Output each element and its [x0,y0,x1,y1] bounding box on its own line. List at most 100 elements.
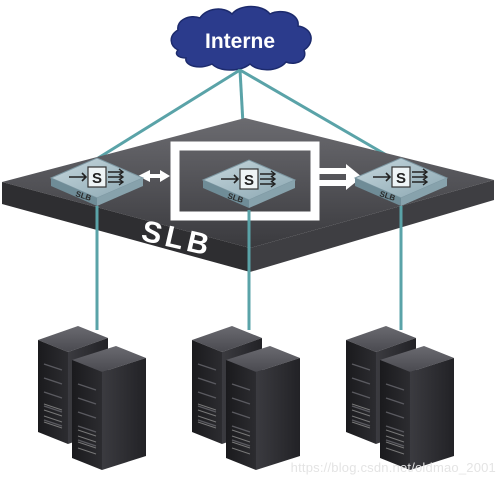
drive-bay-icon [385,425,405,433]
drive-bay-icon [197,377,217,385]
vent-slot-icon [385,429,405,437]
server-top [380,346,454,372]
vent-slot-icon [385,435,405,443]
vent-slot-icon [77,435,97,443]
vent-slot-icon [231,429,251,437]
drive-bay-icon [231,383,251,391]
vent-slot-icon [231,447,251,455]
drive-bay-icon [43,419,63,427]
slb-node-side-right [401,178,447,206]
output-arrow-icon [260,180,277,188]
switch-icon: S [69,166,125,188]
drive-bay-icon [77,425,97,433]
drive-bay-icon [197,419,217,427]
drive-bay-icon [351,377,371,385]
drive-bay-icon [77,383,97,391]
link-cloud-left [94,68,241,162]
arrow-center-to-right-bar2 [318,180,348,186]
server-group-left [38,326,146,470]
output-arrow-icon [108,168,125,176]
drive-bay-icon [385,383,405,391]
vent-slot-icon [197,403,217,411]
drive-bay-icon [385,439,405,447]
server-group-center [192,326,300,470]
vent-slot-icon [43,421,63,429]
input-arrow-icon [69,172,88,182]
input-arrow-icon [221,174,240,184]
vent-slot-icon [231,435,251,443]
server-side [346,340,376,444]
vent-slot-icon [43,409,63,417]
switch-icon: S [373,166,429,188]
output-arrow-icon [412,178,429,186]
drive-bay-icon [43,391,63,399]
vent-slot-icon [351,403,371,411]
drive-bay-icon [77,439,97,447]
watermark-text: https://blog.csdn.net/oldmao_2001 [290,460,496,475]
server-top [192,326,262,352]
slb-node-side-left [355,178,401,206]
server-side [192,340,222,444]
drive-bay-icon [231,425,251,433]
server-links [95,206,403,330]
node-arrows [138,164,362,190]
slb-node-side-right [97,178,143,206]
server-front [256,358,300,470]
drive-bay-icon [77,397,97,405]
arrow-center-to-right-bar1 [318,168,348,174]
server-tower-front [72,346,146,470]
output-arrow-icon [412,168,429,176]
vent-slot-icon [351,415,371,423]
drive-bay-icon [385,397,405,405]
vent-slot-icon [231,441,251,449]
platform-front-right [250,180,494,272]
output-arrow-icon [260,175,277,183]
server-top [38,326,108,352]
server-front [410,358,454,470]
vent-slot-icon [351,409,371,417]
vent-slot-icon [43,415,63,423]
vent-slot-icon [77,429,97,437]
server-top [72,346,146,372]
server-top [346,326,416,352]
switch-icon: S [221,168,277,190]
drive-bay-icon [231,397,251,405]
drive-bay-icon [351,405,371,413]
drive-bay-icon [43,363,63,371]
server-top [226,346,300,372]
output-arrow-icon [108,173,125,181]
arrow-left-to-center [138,170,170,182]
platform-front-left [2,182,250,272]
drive-bay-icon [197,405,217,413]
vent-slot-icon [77,441,97,449]
drive-bay-icon [351,391,371,399]
drive-bay-icon [231,411,251,419]
drive-bay-icon [77,411,97,419]
cloud-icon [170,5,312,71]
server-tower-front [380,346,454,470]
slb-node-side-right [249,180,295,208]
drive-bay-icon [351,363,371,371]
vent-slot-icon [197,421,217,429]
slb-node-icon-letter: S [244,172,254,189]
link-cloud-right [239,68,396,162]
vent-slot-icon [385,441,405,449]
drive-bay-icon [43,377,63,385]
slb-node-icon-letter: S [396,170,406,187]
output-arrow-icon [108,178,125,186]
slb-node-side-left [51,178,97,206]
server-side [38,340,68,444]
drive-bay-icon [231,439,251,447]
arrow-center-to-right-head [346,164,362,190]
vent-slot-icon [197,409,217,417]
output-arrow-icon [412,173,429,181]
active-node-frame [170,141,320,221]
slb-node-side-left [203,180,249,208]
cloud-label: Interne [205,30,275,53]
vent-slot-icon [43,403,63,411]
